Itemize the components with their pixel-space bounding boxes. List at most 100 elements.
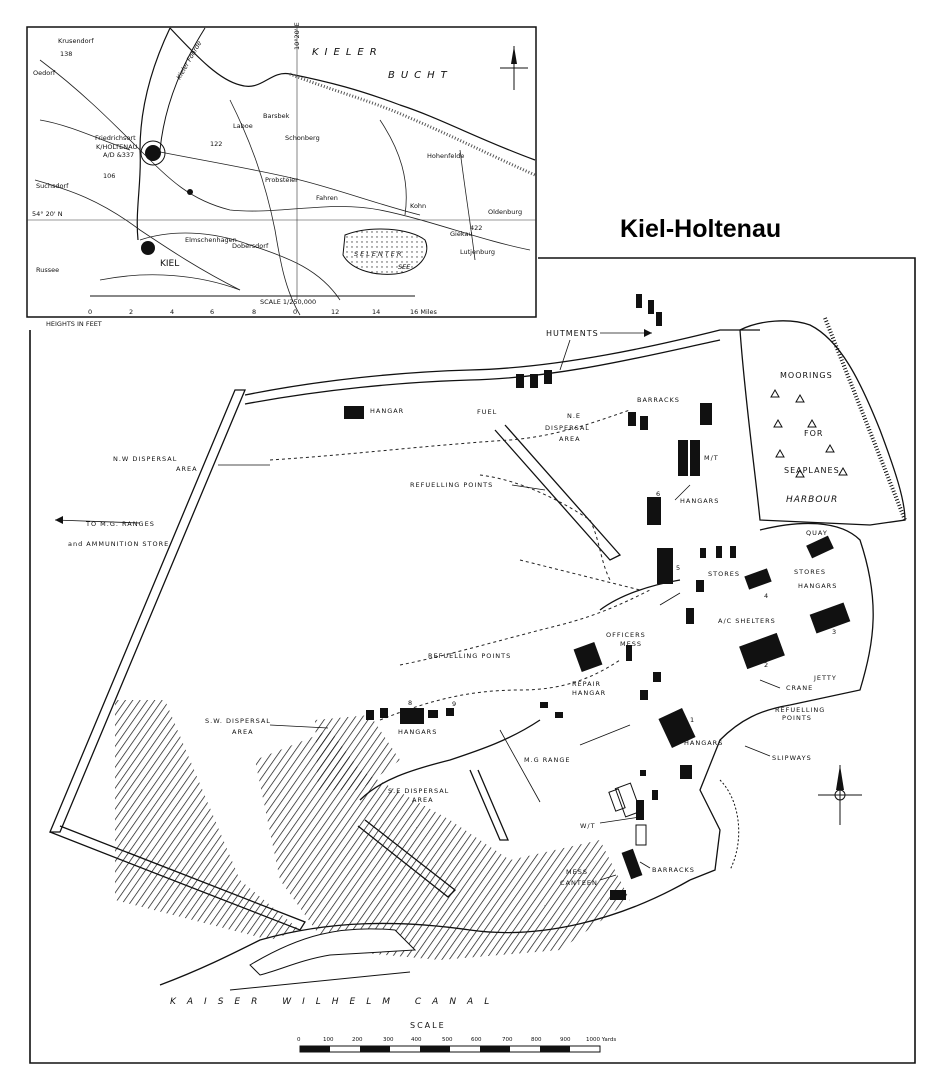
label-hangars-sw: HANGARS bbox=[398, 728, 437, 736]
inset-sea-label-2: BUCHT bbox=[388, 70, 453, 81]
label-stores: STORES bbox=[708, 570, 740, 578]
inset-place-lutjenburg: Lutjenburg bbox=[460, 248, 495, 256]
inset-kiel-marker bbox=[141, 241, 155, 255]
inset-height-label: 422 bbox=[470, 224, 482, 232]
inset-compass-icon bbox=[500, 46, 528, 90]
inset-place-holtenau: K/HOLTENAU bbox=[96, 143, 138, 151]
scale-bar: SCALE 0 100 200 300 400 500 600 700 800 … bbox=[297, 1021, 616, 1053]
hatched-area-west bbox=[115, 700, 300, 940]
inset-fjord-east bbox=[159, 27, 206, 151]
label-refuelling-west: REFUELLING POINTS bbox=[428, 652, 511, 660]
inset-scale-tick: 0 bbox=[88, 308, 92, 316]
inset-place-giekau: Giekau bbox=[450, 230, 473, 238]
label-stores-east: STORES bbox=[794, 568, 826, 576]
label-barracks-south: BARRACKS bbox=[652, 866, 695, 874]
inset-lake-label-1: SELENTER bbox=[354, 250, 403, 258]
inset-holtenau-ring bbox=[140, 140, 166, 166]
label-repair-hangar: REPAIR bbox=[572, 680, 601, 688]
label-jetty: JETTY bbox=[813, 674, 837, 682]
inset-place-elmschenhagen: Elmschenhagen bbox=[185, 236, 237, 244]
label-crane: CRANE bbox=[786, 684, 813, 692]
label-ammunition-store: and AMMUNITION STORE bbox=[68, 540, 169, 548]
scale-tick: 700 bbox=[502, 1037, 513, 1043]
inset-place-probsteier: Probsteier bbox=[265, 176, 298, 184]
inset-place-hohenfelde: Hohenfelde bbox=[427, 152, 464, 160]
inset-scale-tick: 2 bbox=[129, 308, 133, 316]
label-ne-dispersal: AREA bbox=[559, 435, 581, 443]
harbour-breakwater bbox=[823, 317, 907, 521]
building-blocks bbox=[344, 294, 851, 900]
building-number: 9 bbox=[452, 700, 456, 708]
building-outlines bbox=[608, 782, 647, 846]
inset-latitude-label: 54° 20' N bbox=[32, 210, 63, 218]
scale-tick: 600 bbox=[471, 1037, 482, 1043]
label-canal: KAISER WILHELM CANAL bbox=[170, 997, 500, 1007]
inset-height-label: 138 bbox=[60, 50, 72, 58]
inset-place-schonberg: Schonberg bbox=[285, 134, 320, 142]
label-hangars-east: HANGARS bbox=[798, 582, 837, 590]
label-mess-canteen: MESS bbox=[566, 868, 588, 876]
building-number: 8 bbox=[408, 699, 412, 707]
compass-icon bbox=[818, 765, 862, 825]
inset-scale-tick: 0 bbox=[293, 308, 297, 316]
label-officers-mess: OFFICERS bbox=[606, 631, 646, 639]
inset-scale-tick: 16 Miles bbox=[410, 308, 438, 316]
label-hangars-mid: HANGARS bbox=[680, 497, 719, 505]
inset-heights-note: HEIGHTS IN FEET bbox=[46, 320, 102, 328]
label-to-mg-ranges: TO M.G. RANGES bbox=[85, 520, 155, 528]
inset-map: KIELER BUCHT Kieler Fohrde SELENTER SEE … bbox=[26, 22, 537, 328]
label-for: FOR bbox=[804, 429, 823, 438]
building-number: 2 bbox=[764, 661, 768, 669]
label-refuelling-east: POINTS bbox=[782, 714, 812, 722]
seaplane-harbour bbox=[739, 320, 906, 526]
inset-roads bbox=[34, 59, 531, 316]
label-moorings: MOORINGS bbox=[780, 371, 833, 380]
canal-basin bbox=[249, 928, 417, 976]
map-labels: HUTMENTS MOORINGS FOR SEAPLANES HARBOUR … bbox=[68, 329, 839, 1007]
scale-bar-segments bbox=[300, 1046, 570, 1052]
label-nw-dispersal: AREA bbox=[176, 465, 198, 473]
label-officers-mess: MESS bbox=[620, 640, 642, 648]
inset-scale-ticks: 0 2 4 6 8 0 12 14 16 Miles bbox=[88, 308, 438, 316]
inset-scale-tick: 6 bbox=[210, 308, 214, 316]
scale-ticks: 0 100 200 300 400 500 600 700 800 900 10… bbox=[297, 1037, 616, 1043]
building-number: 3 bbox=[832, 628, 836, 636]
scale-tick: 300 bbox=[383, 1037, 394, 1043]
label-barracks-north: BARRACKS bbox=[637, 396, 680, 404]
mooring-markers bbox=[770, 388, 848, 478]
inset-scale-text: SCALE 1/250,000 bbox=[260, 298, 316, 306]
arrow-icon bbox=[644, 329, 652, 337]
inset-scale-tick: 8 bbox=[252, 308, 256, 316]
inset-place-krusendorf: Krusendorf bbox=[58, 37, 94, 45]
building-number: 4 bbox=[764, 592, 768, 600]
label-harbour: HARBOUR bbox=[786, 495, 838, 505]
inset-beach bbox=[289, 72, 536, 177]
label-wt: W/T bbox=[580, 822, 596, 830]
building-number: 1 bbox=[690, 716, 694, 724]
hatched-area-sw bbox=[315, 715, 400, 790]
label-hutments: HUTMENTS bbox=[546, 329, 599, 338]
inset-longitude-label: 10°20' E bbox=[293, 22, 301, 50]
label-quay: QUAY bbox=[806, 529, 828, 537]
inset-scale-tick: 4 bbox=[170, 308, 174, 316]
scale-title: SCALE bbox=[410, 1021, 446, 1030]
inset-frame bbox=[26, 26, 537, 318]
inset-lake-label-2: SEE bbox=[398, 263, 411, 271]
leader-lines bbox=[54, 332, 781, 881]
label-repair-hangar: HANGAR bbox=[572, 689, 606, 697]
inset-height-label: 106 bbox=[103, 172, 115, 180]
label-ac-shelters: A/C SHELTERS bbox=[718, 617, 776, 625]
inset-place-friedrichsort: Friedrichsort bbox=[95, 134, 136, 142]
label-mess-canteen: CANTEEN bbox=[560, 879, 598, 887]
canal-south-bank bbox=[229, 971, 411, 991]
scale-tick: 200 bbox=[352, 1037, 363, 1043]
scale-tick: 500 bbox=[442, 1037, 453, 1043]
label-fuel: FUEL bbox=[477, 408, 497, 416]
label-ne-dispersal: N.E bbox=[567, 412, 581, 420]
inset-holtenau-marker bbox=[145, 145, 161, 161]
building-number: 5 bbox=[676, 564, 680, 572]
taxiways bbox=[269, 409, 651, 721]
label-refuelling-east: REFUELLING bbox=[775, 706, 825, 714]
label-mg-range: M.G RANGE bbox=[524, 756, 570, 764]
